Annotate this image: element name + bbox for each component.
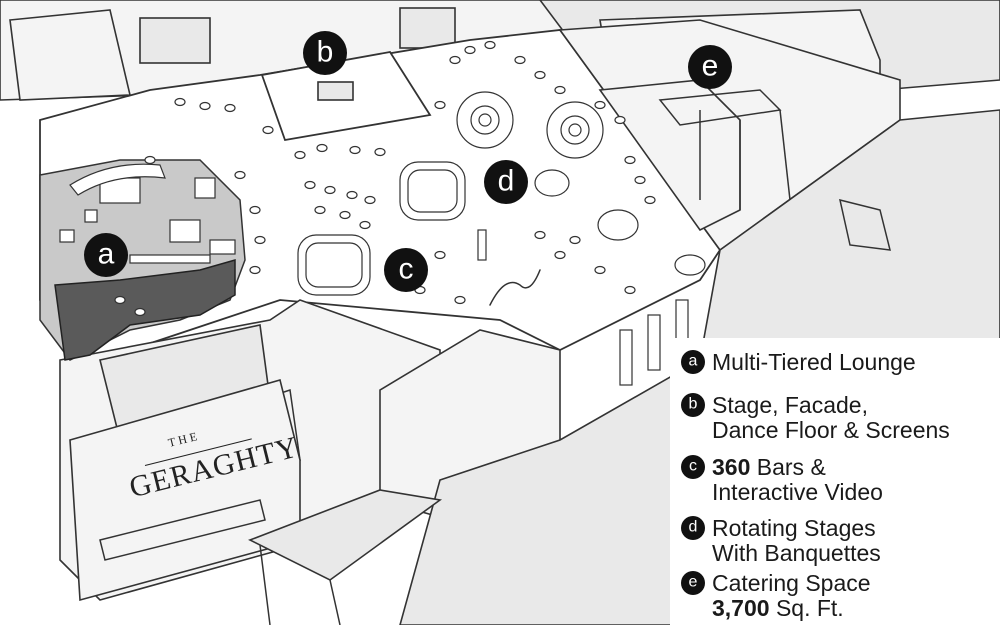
cocktail-table [624,285,636,295]
legend-text: Rotating Stages [712,515,876,541]
legend-background [670,338,1000,625]
cocktail-table [262,125,274,135]
legend-badge [681,516,705,540]
cocktail-table [464,45,476,55]
cocktail-table [174,97,186,107]
legend-badge [681,350,705,374]
cocktail-table [374,147,386,157]
cocktail-table [454,295,466,305]
cocktail-table [359,220,371,230]
legend-text-line: Interactive Video [712,479,883,505]
cocktail-table [514,55,526,65]
legend-badge-letter: a [689,353,698,370]
cocktail-table [144,155,156,165]
cocktail-table [134,307,146,317]
marker-d: d [484,160,528,204]
legend-text-line: Rotating Stages [712,515,876,541]
legend-text-line: Catering Space [712,570,871,596]
cocktail-table [434,100,446,110]
cocktail-table [624,155,636,165]
cocktail-table [634,175,646,185]
legend-badge-letter: e [689,574,698,591]
cocktail-table [339,210,351,220]
cocktail-table [199,101,211,111]
cocktail-table [254,235,266,245]
cocktail-table [434,250,446,260]
cocktail-table [349,145,361,155]
legend-number: 3,700 [712,595,770,621]
cocktail-table [484,40,496,50]
rotating-stages [456,91,706,276]
cocktail-table [554,85,566,95]
cocktail-table [314,205,326,215]
cocktail-table [569,235,581,245]
legend-item-b: b Stage, Facade,Dance Floor & Screens [681,392,950,443]
legend-item-c: c 360 Bars &Interactive Video [681,454,883,505]
marker-letter: e [702,50,719,83]
legend-text-line: With Banquettes [712,540,881,566]
legend-text: Multi-Tiered Lounge [712,349,916,375]
legend-badge [681,455,705,479]
legend-text: Bars & [750,454,825,480]
marker-c: c [384,248,428,292]
cocktail-table [249,205,261,215]
cocktail-table [249,265,261,275]
legend-badge-letter: c [689,458,697,475]
marker-b: b [303,31,347,75]
cocktail-table [294,150,306,160]
cocktail-tables [114,40,656,317]
cocktail-table [644,195,656,205]
cocktail-table [449,55,461,65]
legend-number: 360 [712,454,750,480]
legend-text: With Banquettes [712,540,881,566]
cocktail-table [594,100,606,110]
legend-text: Stage, Facade, [712,392,868,418]
cocktail-table [346,190,358,200]
marker-letter: a [98,238,115,271]
bar-counters [297,161,541,306]
legend-badge [681,571,705,595]
legend-text-line: Dance Floor & Screens [712,417,950,443]
legend-badge-letter: b [689,396,698,413]
legend-text: Sq. Ft. [770,595,844,621]
marker-letter: d [498,165,515,198]
marker-a: a [84,233,128,277]
legend: a Multi-Tiered Lounge b Stage, Facade,Dance… [681,349,950,621]
cocktail-table [114,295,126,305]
legend-item-a: a Multi-Tiered Lounge [681,349,916,375]
legend-text: Catering Space [712,570,871,596]
cocktail-table [534,70,546,80]
cocktail-table [594,265,606,275]
cocktail-table [304,180,316,190]
cocktail-table [534,230,546,240]
cocktail-table [324,185,336,195]
legend-text: Interactive Video [712,479,883,505]
cocktail-table [554,250,566,260]
legend-badge [681,393,705,417]
cocktail-table [614,115,626,125]
legend-text-line: 3,700 Sq. Ft. [712,595,844,621]
lower-structure [59,299,701,625]
legend-text-line: Stage, Facade, [712,392,868,418]
marker-letter: b [317,36,334,69]
legend-badge-letter: d [689,519,698,536]
marker-e: e [688,45,732,89]
cocktail-table [234,170,246,180]
cocktail-table [224,103,236,113]
legend-text-line: Multi-Tiered Lounge [712,349,916,375]
cocktail-table [364,195,376,205]
cocktail-table [316,143,328,153]
lounge-area [39,159,246,361]
legend-text-line: 360 Bars & [712,454,826,480]
legend-text: Dance Floor & Screens [712,417,950,443]
marker-letter: c [399,253,414,286]
